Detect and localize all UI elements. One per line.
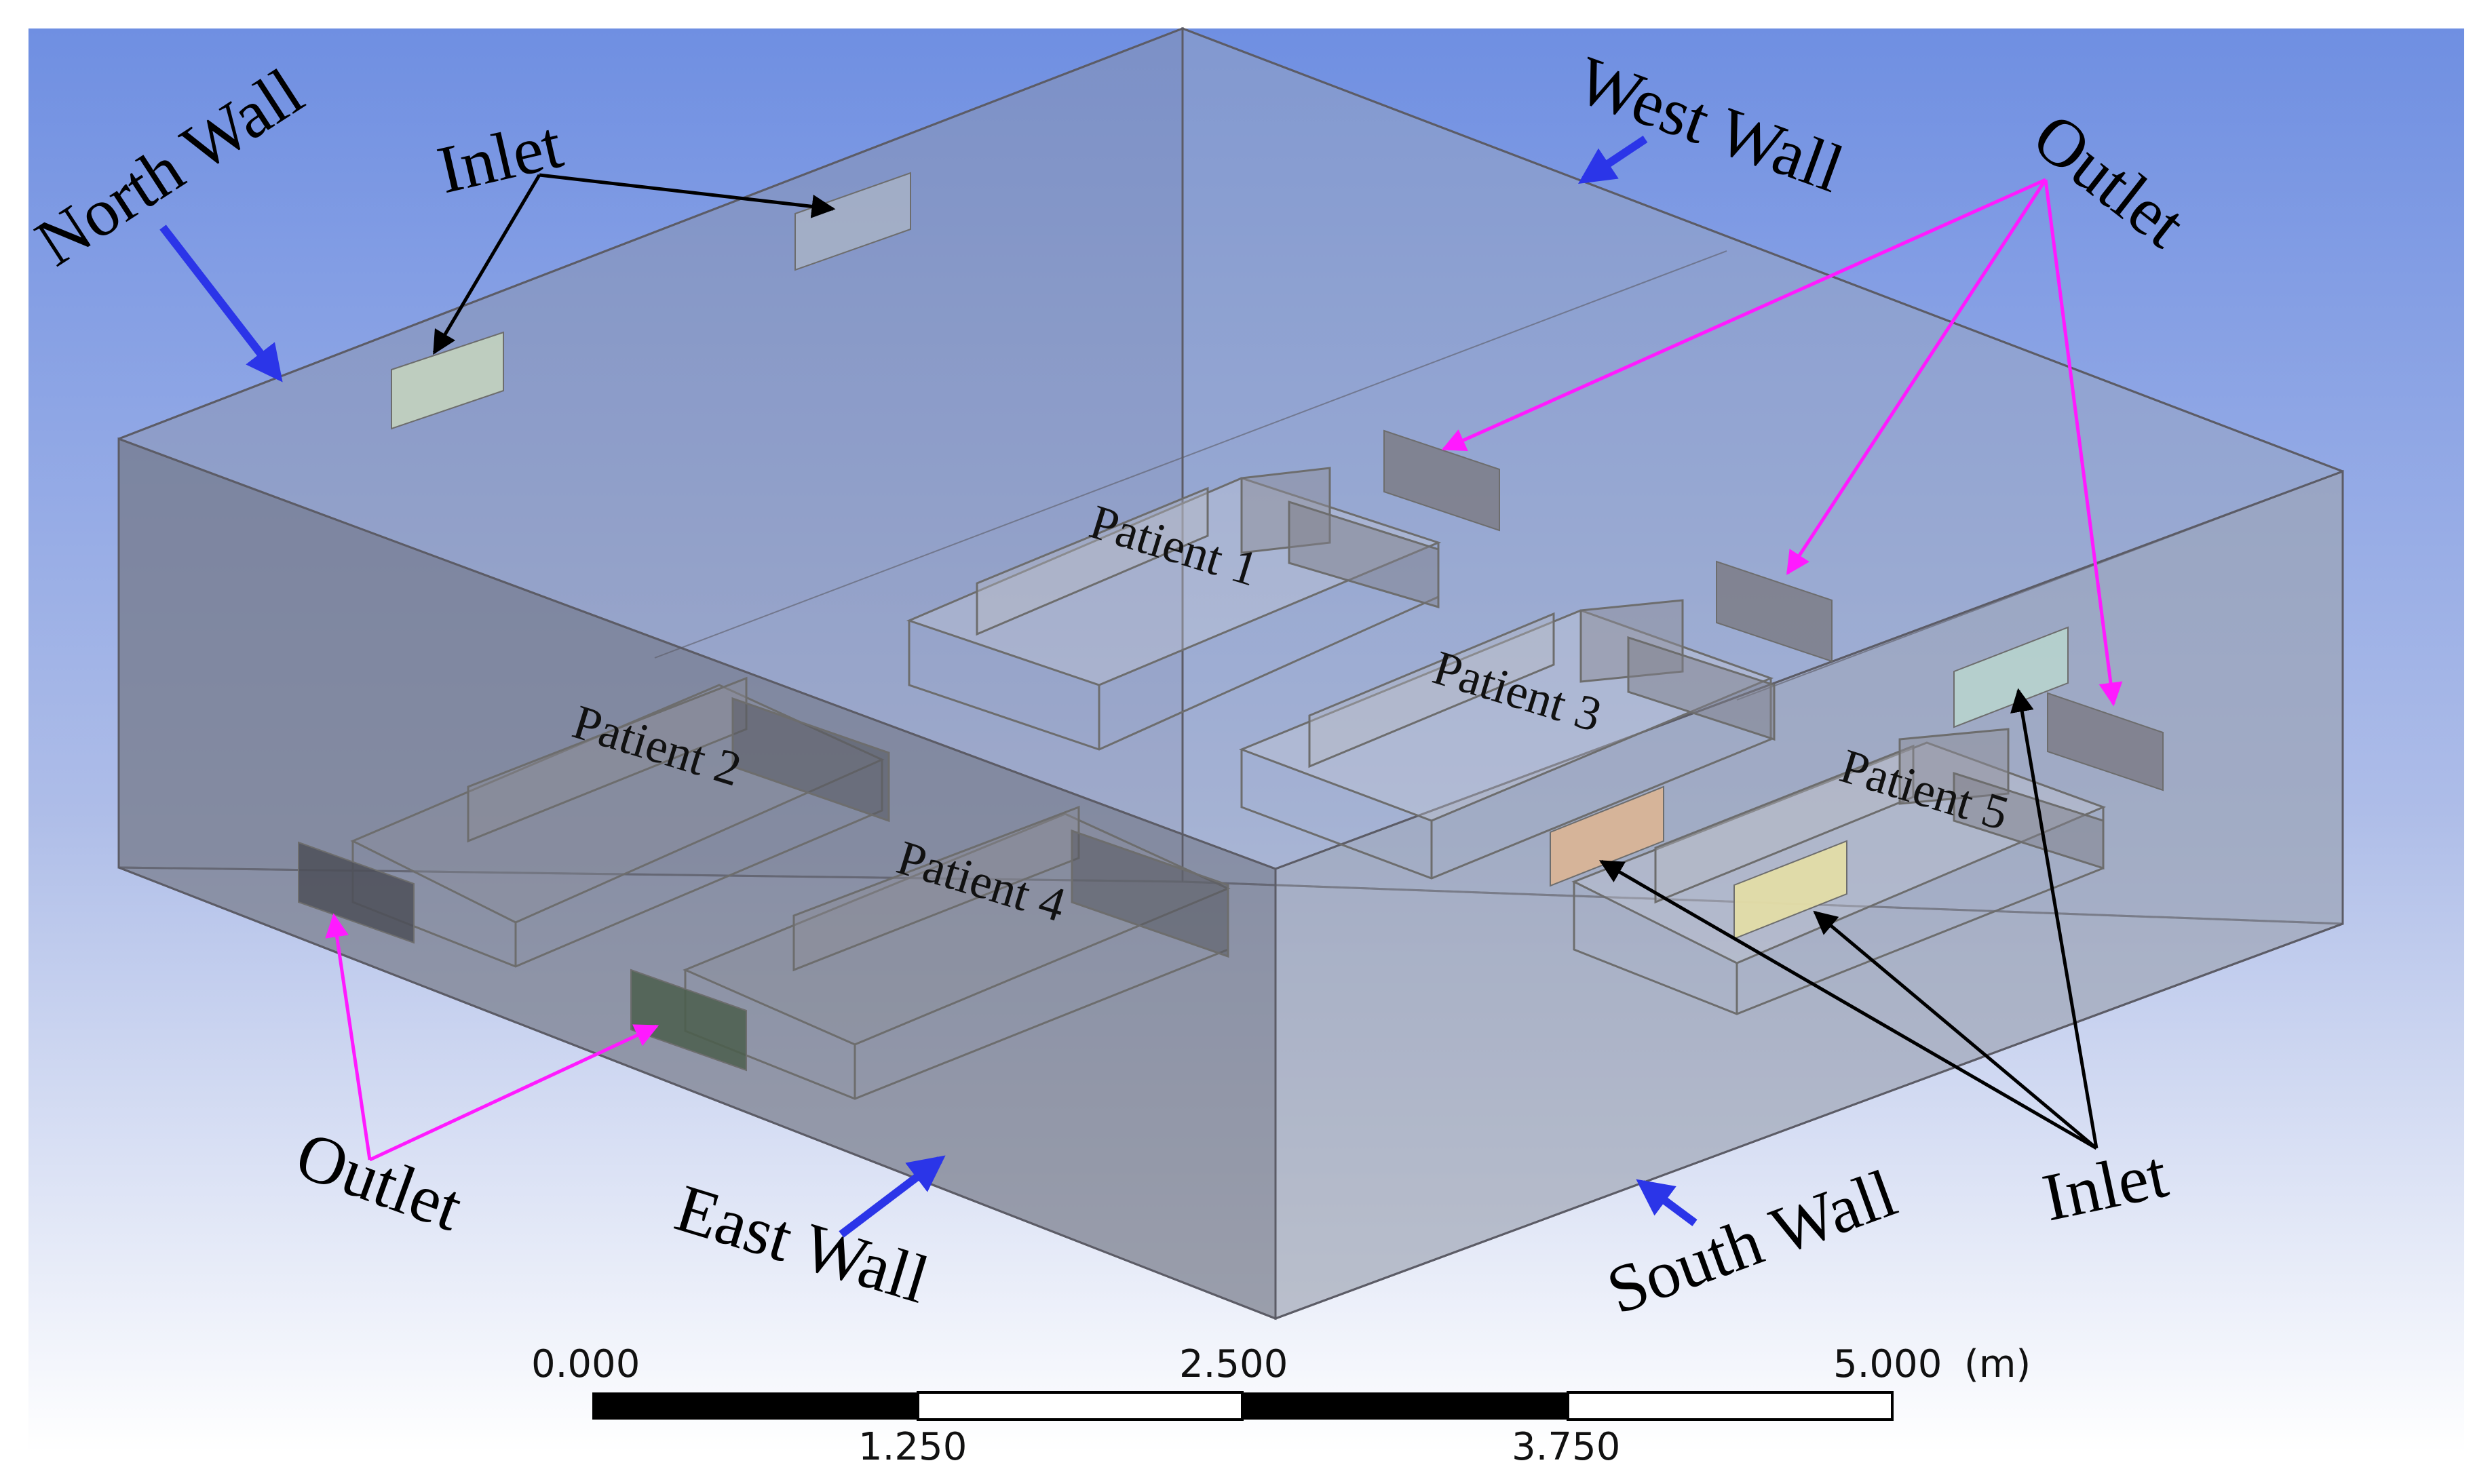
west-wall-arrow [1578,136,1648,184]
inlet-vent-3 [1953,626,2069,728]
room-edge [1182,27,2343,473]
inlet-pointer [1813,910,2098,1150]
inlet-vent-5 [1733,840,1847,940]
scale-segment [917,1391,1244,1421]
room-edge [1275,470,2343,870]
scale-label-5000: 5.000 [1833,1342,1942,1386]
inlet-vent-2 [794,172,911,271]
scale-label-1250: 1.250 [858,1425,967,1469]
south-wall-arrow [1636,1179,1698,1226]
east-wall-arrow [839,1155,946,1238]
outlet-pointer [2044,179,2123,707]
outlet-vent-3 [2047,692,2164,792]
inlet-pointer [539,173,836,218]
scale-label-0: 0.000 [531,1342,640,1386]
scale-segment [592,1392,918,1420]
outlet-vent-2 [1716,560,1833,663]
north-wall-arrow [159,224,283,383]
room-edge [118,437,1276,870]
room-edge [118,27,1183,440]
outlet-vent-5 [630,969,747,1072]
room-box [117,26,2344,1321]
scale-segment [1242,1392,1568,1420]
vents [298,172,2164,1072]
partition-line [654,250,1727,659]
patient-1-bed [906,467,1442,751]
patient-3-bed [1238,599,1776,880]
patient-4-bed [683,805,1231,1100]
outlet-pointer [368,1024,659,1162]
partition-line [1736,471,2343,701]
outlet-vent-4 [298,841,415,944]
outlet-vent-1 [1383,429,1500,532]
room-edge [1275,922,2343,1320]
scale-label-2500: 2.500 [1179,1342,1288,1386]
scale-bar: 0.000 2.500 5.000 (m) 1.250 3.750 [531,1342,2031,1469]
patient-2-bed [350,676,890,968]
outlet-pointer [1441,178,2047,452]
outlet-pointer [1786,178,2048,575]
inlet-vent-4 [1550,785,1664,887]
scale-label-3750: 3.750 [1512,1425,1620,1469]
scale-unit: (m) [1964,1342,2031,1386]
outlet-pointer [325,913,372,1160]
scale-segment [1567,1391,1894,1421]
room-edge [118,866,1276,1320]
inlet-pointer [1598,859,2098,1150]
inlet-pointer [2010,688,2098,1149]
inlet-pointer [432,174,541,355]
inlet-vent-1 [391,331,504,430]
